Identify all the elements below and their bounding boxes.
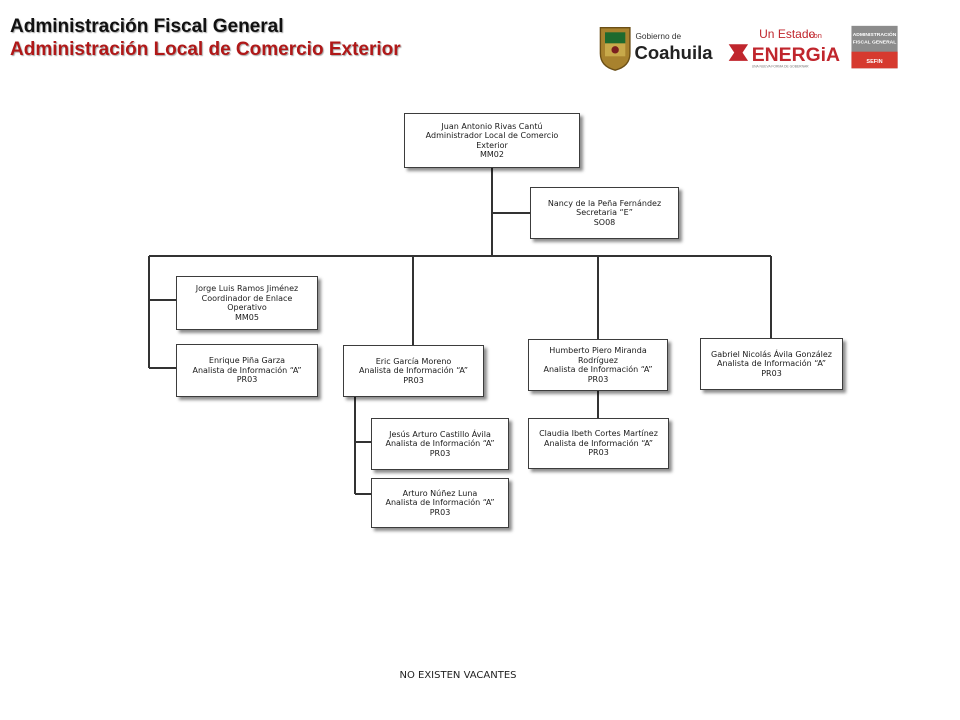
node-position: Analista de Información “A”: [385, 439, 495, 449]
coahuila-logo-line1: Gobierno de: [635, 31, 681, 41]
node-code: PR03: [588, 448, 609, 458]
node-name: Enrique Piña Garza: [208, 356, 286, 366]
org-node-col3-head: Humberto Piero Miranda Rodríguez Analist…: [528, 339, 668, 391]
node-code: MM02: [480, 150, 504, 159]
node-code: PR03: [587, 374, 609, 384]
org-node-secretary: Nancy de la Peña Fernández Secretaria “E…: [530, 187, 679, 239]
energia-logo-line2: ENERGiA: [752, 44, 840, 66]
node-position: Analista de Información “A”: [358, 366, 469, 376]
energia-logo-line1: Un Estado: [759, 27, 815, 41]
coahuila-shield-icon: [599, 27, 631, 71]
node-code: PR03: [403, 375, 424, 385]
org-node-col2-sub1: Jesús Arturo Castillo Ávila Analista de …: [371, 418, 509, 470]
node-position: Secretaria “E”: [576, 208, 633, 218]
node-code: SO08: [593, 217, 616, 227]
afg-logo-line3: SEFIN: [866, 59, 882, 65]
energia-logo-tagline: UNA NUEVA FORMA DE GOBERNAR: [752, 64, 809, 68]
node-name: Gabriel Nicolás Ávila González: [711, 349, 832, 359]
node-name: Jesús Arturo Castillo Ávila: [389, 429, 491, 439]
org-node-col2-head: Eric García Moreno Analista de Informaci…: [343, 345, 484, 397]
afg-logo: ADMINISTRACIÓN FISCAL GENERAL SEFIN: [851, 25, 898, 69]
header-logos: Gobierno de Coahuila Un Estado con ENERG…: [599, 25, 898, 71]
node-position: Analista de Información “A”: [716, 359, 827, 369]
org-node-col4: Gabriel Nicolás Ávila González Analista …: [700, 338, 843, 390]
node-code: PR03: [761, 368, 782, 378]
org-node-col1-analyst: Enrique Piña Garza Analista de Informaci…: [176, 344, 318, 397]
node-code: MM05: [235, 312, 259, 322]
node-position: Administrador Local de Comercio Exterior: [425, 131, 559, 150]
node-code: PR03: [429, 507, 451, 517]
node-position: Analista de Información “A”: [543, 365, 653, 374]
header-subtitle: Administración Local de Comercio Exterio…: [10, 39, 401, 60]
footer-note: NO EXISTEN VACANTES: [399, 670, 517, 681]
afg-logo-line2: FISCAL GENERAL: [853, 39, 897, 45]
org-node-coordinator: Jorge Luis Ramos Jiménez Coordinador de …: [176, 276, 318, 330]
node-code: PR03: [429, 448, 451, 458]
energia-logo: Un Estado con ENERGiA UNA NUEVA FORMA DE…: [728, 27, 840, 68]
node-name-line2: Rodríguez: [578, 355, 618, 365]
node-name: Arturo Núñez Luna: [402, 488, 478, 498]
node-code: PR03: [236, 375, 258, 385]
node-position: Coordinador de Enlace Operativo: [201, 293, 293, 313]
node-name: Claudia Ibeth Cortes Martínez: [539, 429, 658, 439]
header-title: Administración Fiscal General: [10, 16, 284, 37]
energia-arrow-icon: [728, 44, 749, 61]
node-position: Analista de Información “A”: [543, 438, 654, 448]
coahuila-logo-line2: Coahuila: [635, 42, 714, 63]
node-name: Juan Antonio Rivas Cantú: [441, 121, 543, 131]
node-name-line1: Humberto Piero Miranda: [549, 346, 647, 355]
node-position: Analista de Información “A”: [385, 498, 495, 508]
afg-logo-line1: ADMINISTRACIÓN: [853, 30, 897, 38]
node-name: Nancy de la Peña Fernández: [547, 198, 662, 208]
org-node-col2-sub2: Arturo Núñez Luna Analista de Informació…: [371, 478, 509, 528]
node-position: Analista de Información “A”: [192, 365, 302, 375]
org-node-col3-sub: Claudia Ibeth Cortes Martínez Analista d…: [528, 418, 669, 469]
node-name: Eric García Moreno: [375, 356, 452, 366]
org-node-root: Juan Antonio Rivas Cantú Administrador L…: [404, 113, 580, 168]
energia-logo-line1b: con: [810, 31, 822, 40]
node-name: Jorge Luis Ramos Jiménez: [195, 284, 299, 293]
